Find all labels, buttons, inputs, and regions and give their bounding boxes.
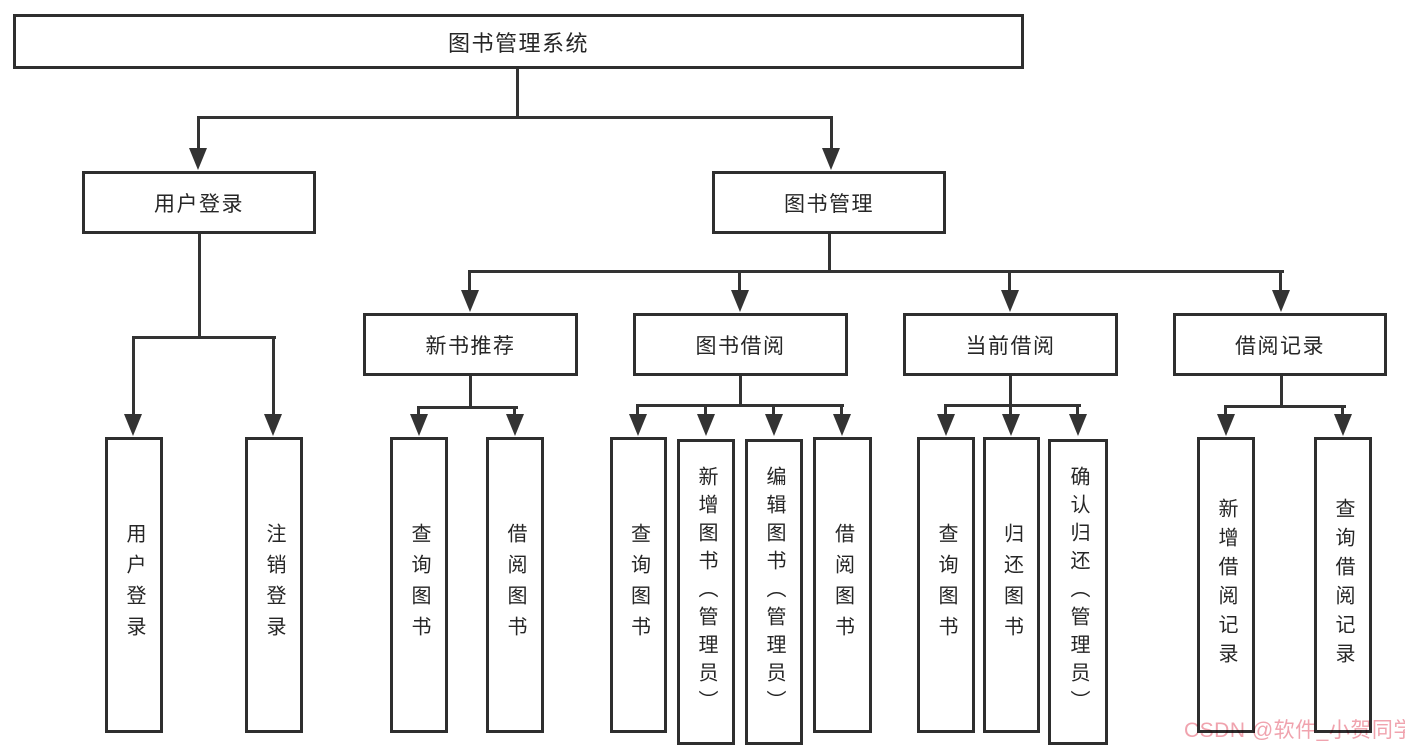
connector-line	[840, 404, 843, 416]
node-logout-login-leaf: 注销登录	[245, 437, 303, 733]
watermark-text: CSDN @软件_小贺同学	[1184, 719, 1405, 742]
arrow-down-icon	[765, 414, 783, 436]
arrow-down-icon	[1217, 414, 1235, 436]
connector-line	[1076, 404, 1079, 416]
node-query-books-current: 查询图书	[917, 437, 975, 733]
node-return-book: 归还图书	[983, 437, 1040, 733]
connector-line	[1009, 376, 1012, 406]
node-root: 图书管理系统	[13, 14, 1024, 69]
connector-line	[417, 406, 420, 418]
connector-line	[1341, 405, 1344, 416]
arrow-down-icon	[833, 414, 851, 436]
arrow-down-icon	[461, 290, 479, 312]
node-book-borrow: 图书借阅	[633, 313, 848, 376]
arrow-down-icon	[1272, 290, 1290, 312]
connector-line	[469, 270, 1284, 273]
node-confirm-return-admin: 确认归还（管理员）	[1048, 439, 1108, 745]
arrow-down-icon	[1001, 290, 1019, 312]
connector-line	[132, 336, 135, 418]
arrow-down-icon	[1069, 414, 1087, 436]
node-borrow-books-leaf: 借阅图书	[813, 437, 872, 733]
connector-line	[1279, 270, 1282, 292]
connector-line	[1009, 404, 1012, 416]
connector-line	[1280, 376, 1283, 407]
node-edit-book-admin: 编辑图书（管理员）	[745, 439, 803, 745]
node-new-book-recommend: 新书推荐	[363, 313, 578, 376]
connector-line	[772, 404, 775, 416]
node-add-borrow-record: 新增借阅记录	[1197, 437, 1255, 733]
arrow-down-icon	[189, 148, 207, 170]
arrow-down-icon	[697, 414, 715, 436]
arrow-down-icon	[506, 414, 524, 436]
connector-line	[739, 376, 742, 406]
connector-line	[198, 234, 201, 338]
connector-line	[197, 116, 833, 119]
connector-line	[830, 116, 833, 152]
connector-line	[132, 336, 276, 339]
node-user-login-leaf: 用户登录	[105, 437, 163, 733]
connector-line	[469, 376, 472, 408]
arrow-down-icon	[124, 414, 142, 436]
arrow-down-icon	[629, 414, 647, 436]
arrow-down-icon	[1334, 414, 1352, 436]
arrow-down-icon	[731, 290, 749, 312]
node-borrow-books-recommend: 借阅图书	[486, 437, 544, 733]
connector-line	[828, 234, 831, 272]
node-query-borrow-record: 查询借阅记录	[1314, 437, 1372, 733]
connector-line	[468, 270, 471, 292]
arrow-down-icon	[410, 414, 428, 436]
connector-line	[1008, 270, 1011, 292]
connector-line	[272, 336, 275, 418]
arrow-down-icon	[822, 148, 840, 170]
connector-line	[945, 404, 1081, 407]
connector-line	[738, 270, 741, 292]
connector-line	[704, 404, 707, 416]
connector-line	[1224, 405, 1227, 416]
arrow-down-icon	[264, 414, 282, 436]
arrow-down-icon	[1002, 414, 1020, 436]
connector-line	[513, 406, 516, 418]
node-book-management: 图书管理	[712, 171, 946, 234]
connector-line	[637, 404, 844, 407]
node-query-books-recommend: 查询图书	[390, 437, 448, 733]
node-query-books-borrow: 查询图书	[610, 437, 667, 733]
connector-line	[1225, 405, 1346, 408]
node-user-login: 用户登录	[82, 171, 316, 234]
connector-line	[944, 404, 947, 416]
node-add-book-admin: 新增图书（管理员）	[677, 439, 735, 745]
arrow-down-icon	[937, 414, 955, 436]
connector-line	[516, 68, 519, 118]
node-current-borrow: 当前借阅	[903, 313, 1118, 376]
node-borrow-records: 借阅记录	[1173, 313, 1387, 376]
connector-line	[418, 406, 518, 409]
connector-line	[636, 404, 639, 416]
connector-line	[197, 116, 200, 152]
